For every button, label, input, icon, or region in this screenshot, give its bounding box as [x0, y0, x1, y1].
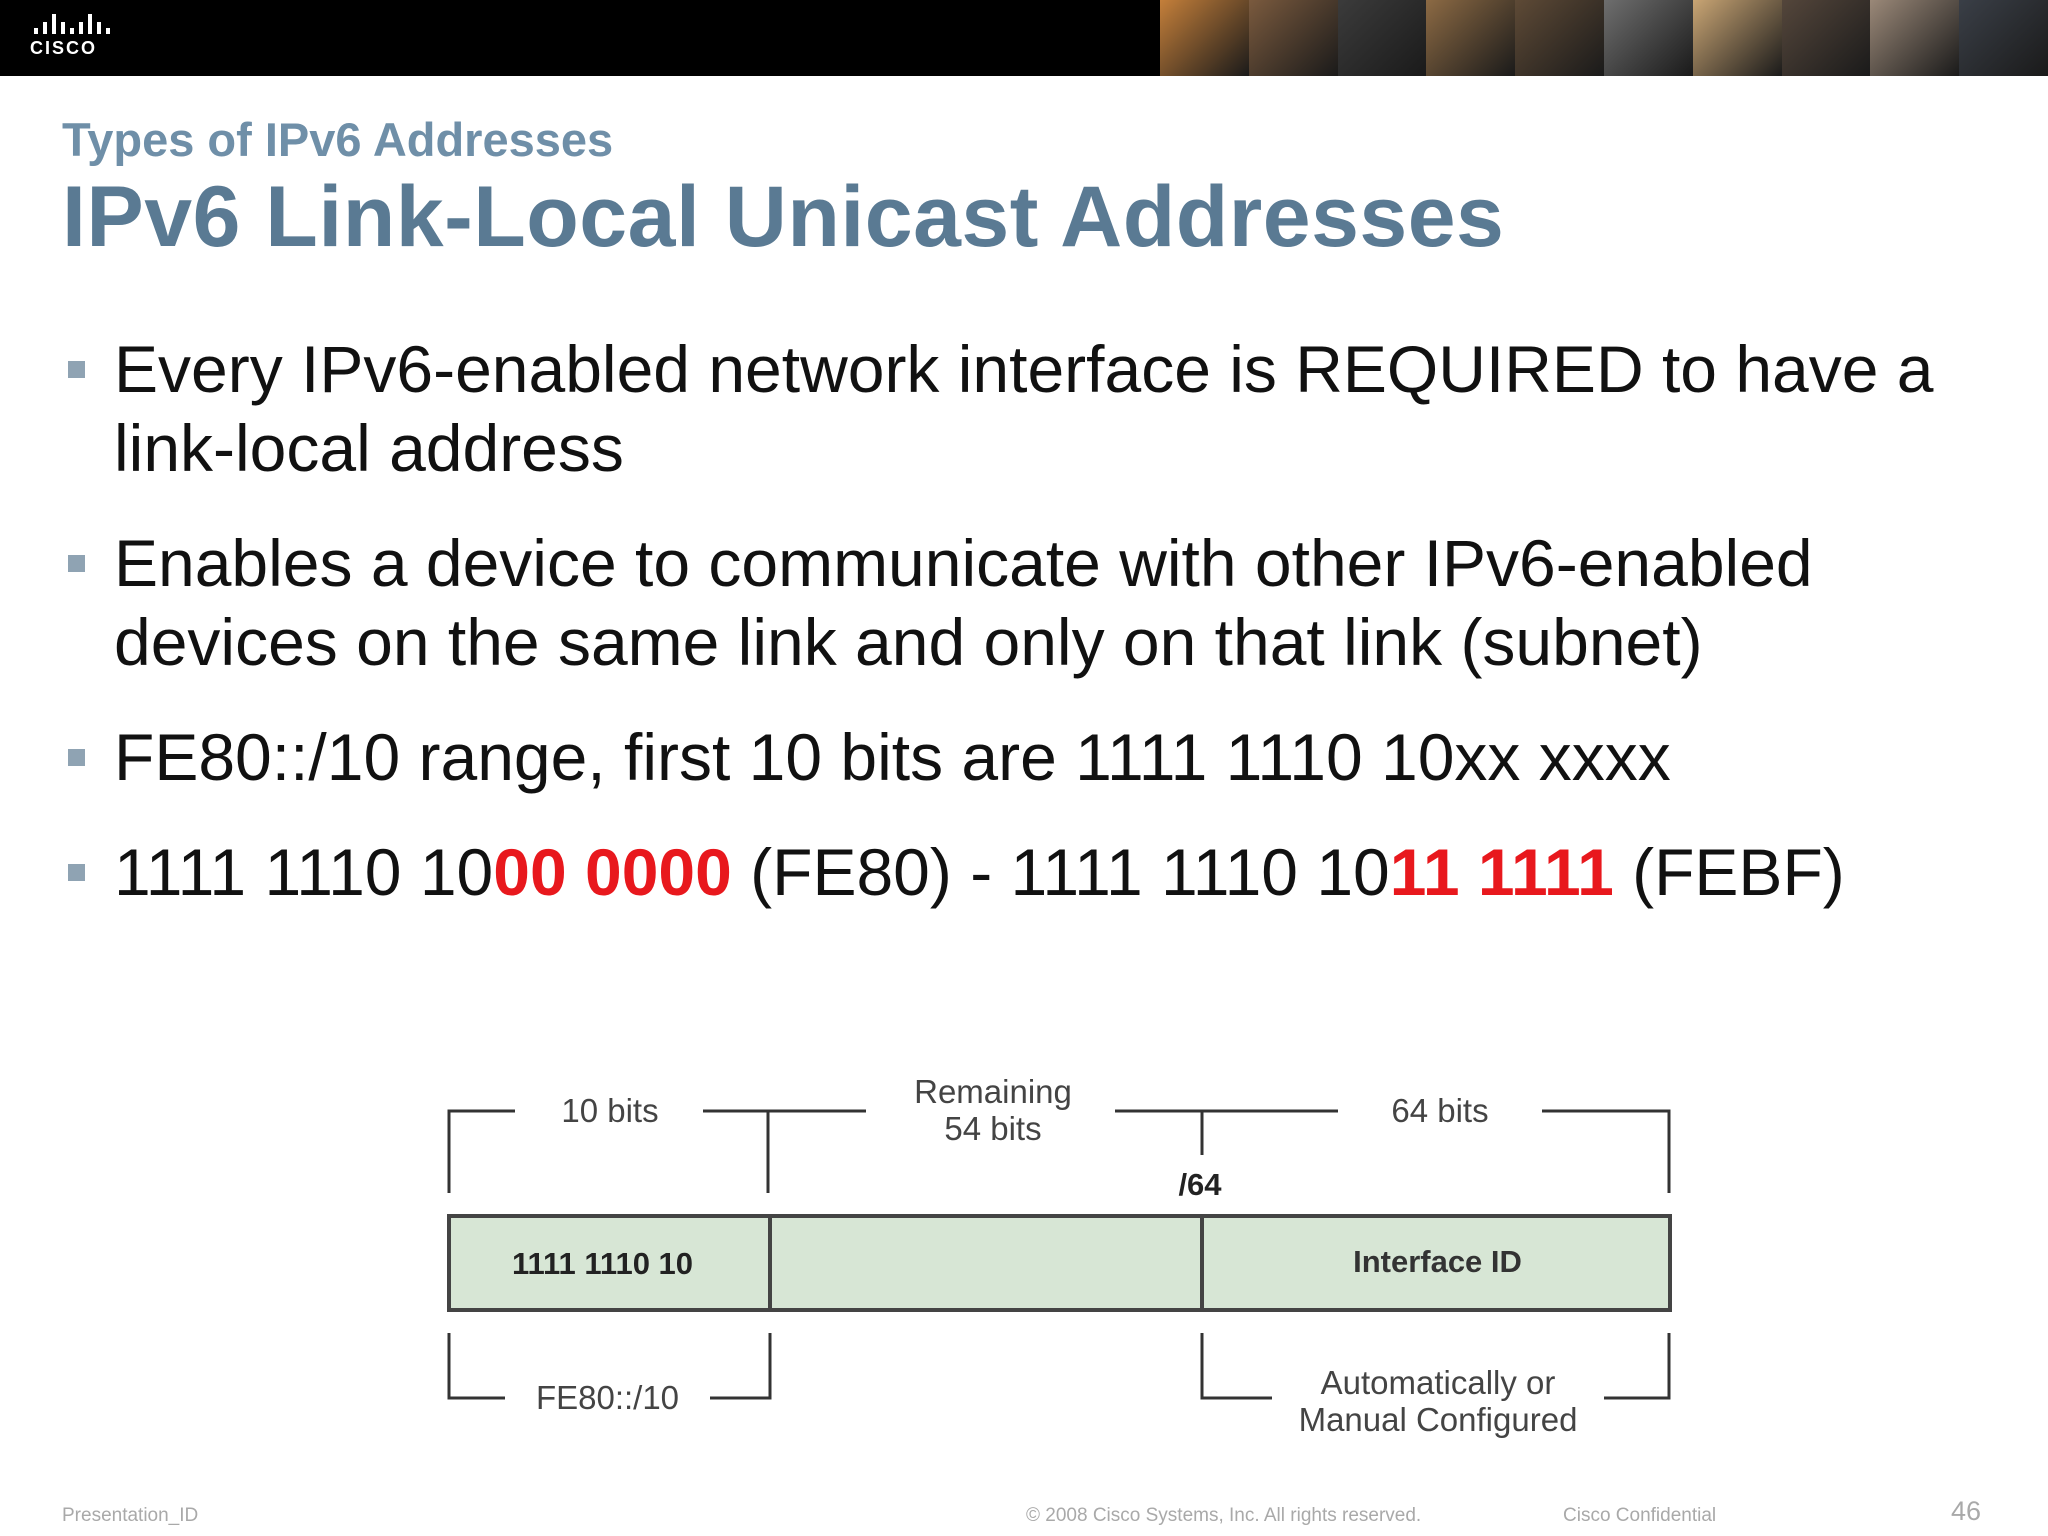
photo-tile [1248, 0, 1338, 76]
slide-subtitle: Types of IPv6 Addresses [62, 113, 614, 166]
footer-confidential: Cisco Confidential [1563, 1505, 1717, 1526]
range-a-suffix: (FE80) - 1111 1110 10 [731, 835, 1390, 909]
label-remaining-54-bits: Remaining 54 bits [868, 1073, 1118, 1147]
label-auto-configured: Automatically or Manual Configured [1272, 1364, 1604, 1438]
range-a-highlight: 00 0000 [493, 835, 732, 909]
photo-strip [1160, 0, 2048, 76]
photo-tile [1426, 0, 1516, 76]
footer-copyright: © 2008 Cisco Systems, Inc. All rights re… [1026, 1505, 1422, 1526]
logo-text: CISCO [30, 38, 98, 58]
label-auto-line1: Automatically or [1320, 1364, 1556, 1401]
field-first-10-bits [447, 1214, 772, 1312]
bullet-list: Every IPv6-enabled network interface is … [64, 330, 1994, 948]
footer-presentation-id: Presentation_ID [62, 1505, 199, 1526]
field-remaining-54-bits [768, 1214, 1206, 1312]
label-64-bits: 64 bits [1391, 1092, 1489, 1129]
bullet-item-range: 1111 1110 1000 0000 (FE80) - 1111 1110 1… [64, 833, 1994, 912]
field-first-10-bits-label: 1111 1110 10 [511, 1246, 694, 1281]
photo-tile [1692, 0, 1782, 76]
label-remaining-line2: 54 bits [944, 1110, 1042, 1147]
cisco-bridge-icon [34, 14, 120, 34]
page-number: 46 [1950, 1496, 1981, 1526]
slide-title: IPv6 Link-Local Unicast Addresses [62, 169, 1505, 265]
photo-tile [1337, 0, 1427, 76]
header-bar: CISCO [0, 0, 2048, 76]
label-prefix-length: /64 [1178, 1167, 1222, 1202]
photo-tile [1870, 0, 1960, 76]
bullet-item: FE80::/10 range, first 10 bits are 1111 … [64, 718, 1994, 797]
photo-tile [1603, 0, 1693, 76]
photo-tile [1515, 0, 1604, 76]
label-auto-line2: Manual Configured [1298, 1401, 1578, 1438]
label-remaining-line1: Remaining [914, 1073, 1072, 1110]
range-b-highlight: 11 1111 [1389, 835, 1614, 909]
label-fe80-prefix: FE80::/10 [535, 1379, 680, 1416]
photo-tile [1781, 0, 1871, 76]
bullet-item: Enables a device to communicate with oth… [64, 524, 1994, 682]
cisco-logo: CISCO [30, 14, 120, 64]
photo-tile [1160, 0, 1249, 76]
range-a-plain: 1111 1110 10 [114, 835, 494, 909]
field-interface-id [1200, 1214, 1672, 1312]
photo-tile [1959, 0, 2048, 76]
bullet-item: Every IPv6-enabled network interface is … [64, 330, 1994, 488]
field-interface-id-label: Interface ID [1353, 1244, 1522, 1279]
label-10-bits: 10 bits [561, 1092, 659, 1129]
range-b-suffix: (FEBF) [1613, 835, 1845, 909]
